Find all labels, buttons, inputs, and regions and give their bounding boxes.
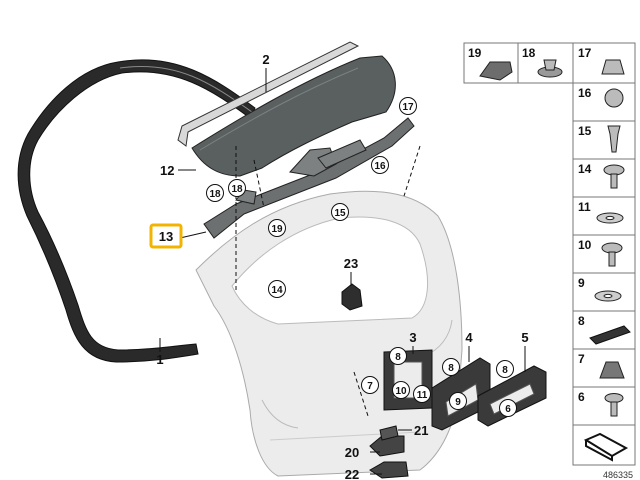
circled-10[interactable]: 10 xyxy=(392,381,410,399)
part-23-clip[interactable] xyxy=(341,283,363,311)
panel-cell-17[interactable]: 17 xyxy=(572,42,636,84)
leader-13 xyxy=(179,231,207,239)
screw-6-icon xyxy=(604,393,624,403)
panel-cell-9[interactable]: 9 xyxy=(572,272,636,312)
guide-line xyxy=(253,159,265,209)
svg-text:19: 19 xyxy=(468,46,482,60)
svg-text:14: 14 xyxy=(271,285,283,296)
diagram-ref: 486335 xyxy=(603,470,633,480)
svg-text:11: 11 xyxy=(578,200,591,214)
panel-cell-14[interactable]: 14 xyxy=(572,158,636,198)
washer-9-hole-icon xyxy=(603,293,613,299)
circled-8-a[interactable]: 8 xyxy=(389,347,407,365)
screw-15-icon xyxy=(607,125,621,153)
circled-17[interactable]: 17 xyxy=(399,97,417,115)
circled-7[interactable]: 7 xyxy=(361,376,379,394)
pad-8-icon xyxy=(589,325,631,345)
svg-text:6: 6 xyxy=(578,390,585,404)
guide-line xyxy=(353,371,369,417)
svg-text:6: 6 xyxy=(505,404,511,415)
svg-text:18: 18 xyxy=(209,189,221,200)
panel-cell-7[interactable]: 7 xyxy=(572,348,636,388)
panel-cell-symbol[interactable] xyxy=(572,424,636,466)
panel-cell-19[interactable]: 19 xyxy=(463,42,519,84)
svg-text:8: 8 xyxy=(578,314,585,328)
callout-1[interactable]: 1 xyxy=(156,352,163,367)
svg-text:11: 11 xyxy=(417,390,428,401)
panel-cell-15[interactable]: 15 xyxy=(572,120,636,160)
callout-23[interactable]: 23 xyxy=(344,256,358,271)
circled-9[interactable]: 9 xyxy=(449,392,467,410)
panel-cell-6[interactable]: 6 xyxy=(572,386,636,426)
svg-text:8: 8 xyxy=(395,352,401,363)
circled-11[interactable]: 11 xyxy=(413,385,431,403)
circled-16[interactable]: 16 xyxy=(371,156,389,174)
clip-19-icon xyxy=(479,61,513,81)
callout-12[interactable]: 12 xyxy=(160,163,174,178)
svg-text:10: 10 xyxy=(395,386,407,397)
callout-3[interactable]: 3 xyxy=(409,330,416,345)
part-21-connector[interactable] xyxy=(379,425,399,441)
grommet-7-icon xyxy=(599,361,625,379)
svg-text:19: 19 xyxy=(271,224,283,235)
callout-2[interactable]: 2 xyxy=(262,52,269,67)
part-20-light[interactable] xyxy=(369,435,405,457)
trim-rail[interactable] xyxy=(177,41,360,147)
callout-4[interactable]: 4 xyxy=(465,330,473,345)
svg-text:10: 10 xyxy=(578,238,592,252)
svg-text:17: 17 xyxy=(402,102,414,113)
svg-text:9: 9 xyxy=(455,397,461,408)
callout-13: 13 xyxy=(159,229,173,244)
panel-cell-10[interactable]: 10 xyxy=(572,234,636,274)
bracket-strip[interactable] xyxy=(203,117,415,239)
bolt-10-shank-icon xyxy=(608,251,616,267)
panel-cell-8[interactable]: 8 xyxy=(572,310,636,350)
svg-text:8: 8 xyxy=(448,363,454,374)
svg-text:14: 14 xyxy=(578,162,592,176)
circled-8-b[interactable]: 8 xyxy=(442,358,460,376)
callout-5[interactable]: 5 xyxy=(521,330,528,345)
callout-21[interactable]: 21 xyxy=(414,423,428,438)
svg-text:8: 8 xyxy=(502,365,508,376)
callout-13-highlighted[interactable]: 13 xyxy=(149,223,183,249)
svg-text:15: 15 xyxy=(334,208,346,219)
svg-text:7: 7 xyxy=(578,352,585,366)
svg-text:7: 7 xyxy=(367,381,373,392)
circled-6[interactable]: 6 xyxy=(499,399,517,417)
svg-text:16: 16 xyxy=(374,161,386,172)
cap-16-icon xyxy=(604,88,624,108)
parts-panel: 19 18 17 16 15 14 xyxy=(463,42,636,466)
assortment-side-icon xyxy=(585,440,613,462)
callout-22[interactable]: 22 xyxy=(345,467,359,480)
svg-text:18: 18 xyxy=(231,184,243,195)
callout-20[interactable]: 20 xyxy=(345,445,359,460)
svg-text:9: 9 xyxy=(578,276,585,290)
screw-6-shank-icon xyxy=(610,401,618,417)
washer-11-hole-icon xyxy=(605,215,615,221)
circled-15[interactable]: 15 xyxy=(331,203,349,221)
clip-18-head-icon xyxy=(543,59,557,71)
spoiler[interactable] xyxy=(191,55,396,177)
circled-18-right[interactable]: 18 xyxy=(228,179,246,197)
circled-18-left[interactable]: 18 xyxy=(206,184,224,202)
circled-19[interactable]: 19 xyxy=(268,219,286,237)
panel-cell-11[interactable]: 11 xyxy=(572,196,636,236)
screw-14-shank-icon xyxy=(610,173,618,189)
circled-14[interactable]: 14 xyxy=(268,280,286,298)
svg-text:16: 16 xyxy=(578,86,592,100)
seal-ring[interactable] xyxy=(17,59,256,363)
svg-text:15: 15 xyxy=(578,124,592,138)
nut-17-icon xyxy=(601,59,625,75)
circled-8-c[interactable]: 8 xyxy=(496,360,514,378)
panel-cell-16[interactable]: 16 xyxy=(572,82,636,122)
svg-text:17: 17 xyxy=(578,46,592,60)
panel-cell-18[interactable]: 18 xyxy=(517,42,574,84)
svg-text:18: 18 xyxy=(522,46,536,60)
assortment-icon xyxy=(583,432,629,458)
guide-line xyxy=(403,145,421,197)
